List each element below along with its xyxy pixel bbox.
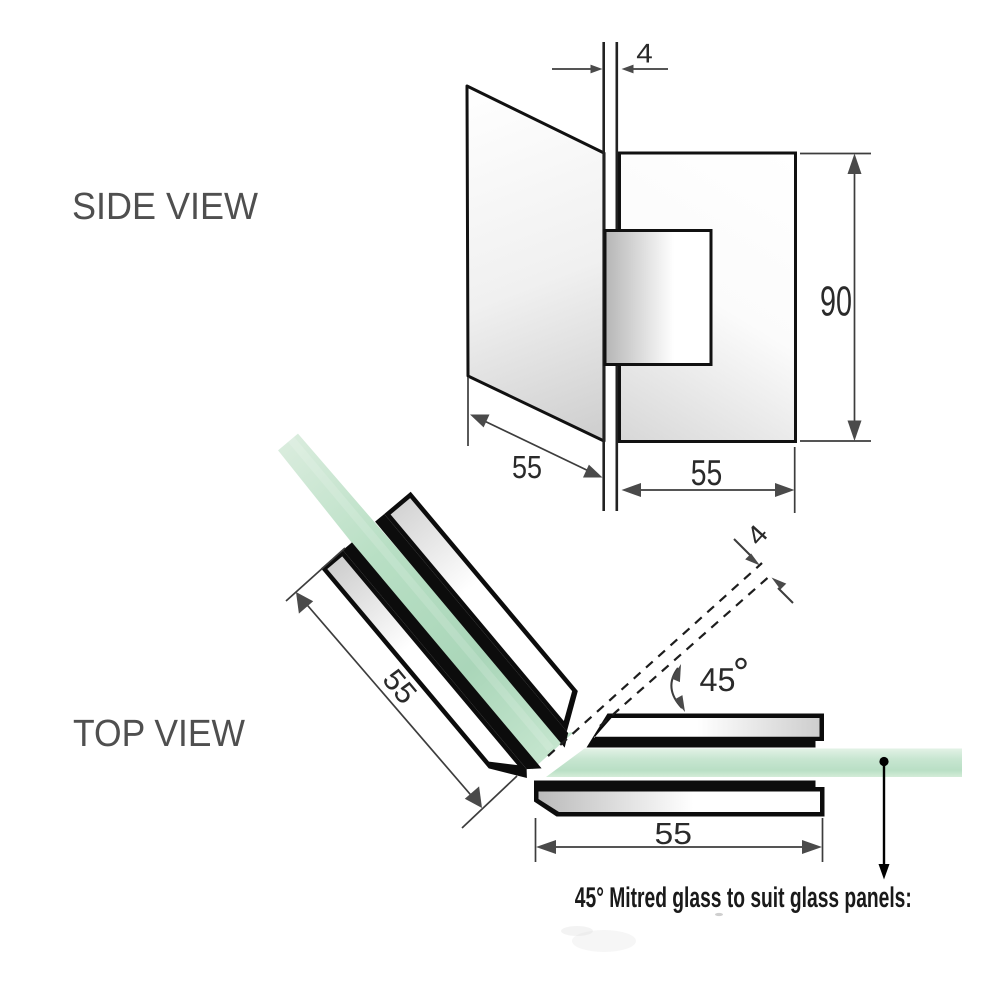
svg-text:4: 4 (636, 39, 653, 69)
svg-text:90: 90 (820, 278, 852, 325)
svg-text:55: 55 (512, 449, 542, 485)
svg-text:55: 55 (655, 817, 693, 851)
svg-text:TOP VIEW: TOP VIEW (73, 713, 245, 755)
svg-text:45° Mitred glass to suit glass: 45° Mitred glass to suit glass panels: (575, 882, 912, 914)
svg-text:45: 45 (700, 661, 736, 698)
svg-text:SIDE VIEW: SIDE VIEW (72, 186, 258, 228)
svg-text:55: 55 (691, 452, 723, 493)
